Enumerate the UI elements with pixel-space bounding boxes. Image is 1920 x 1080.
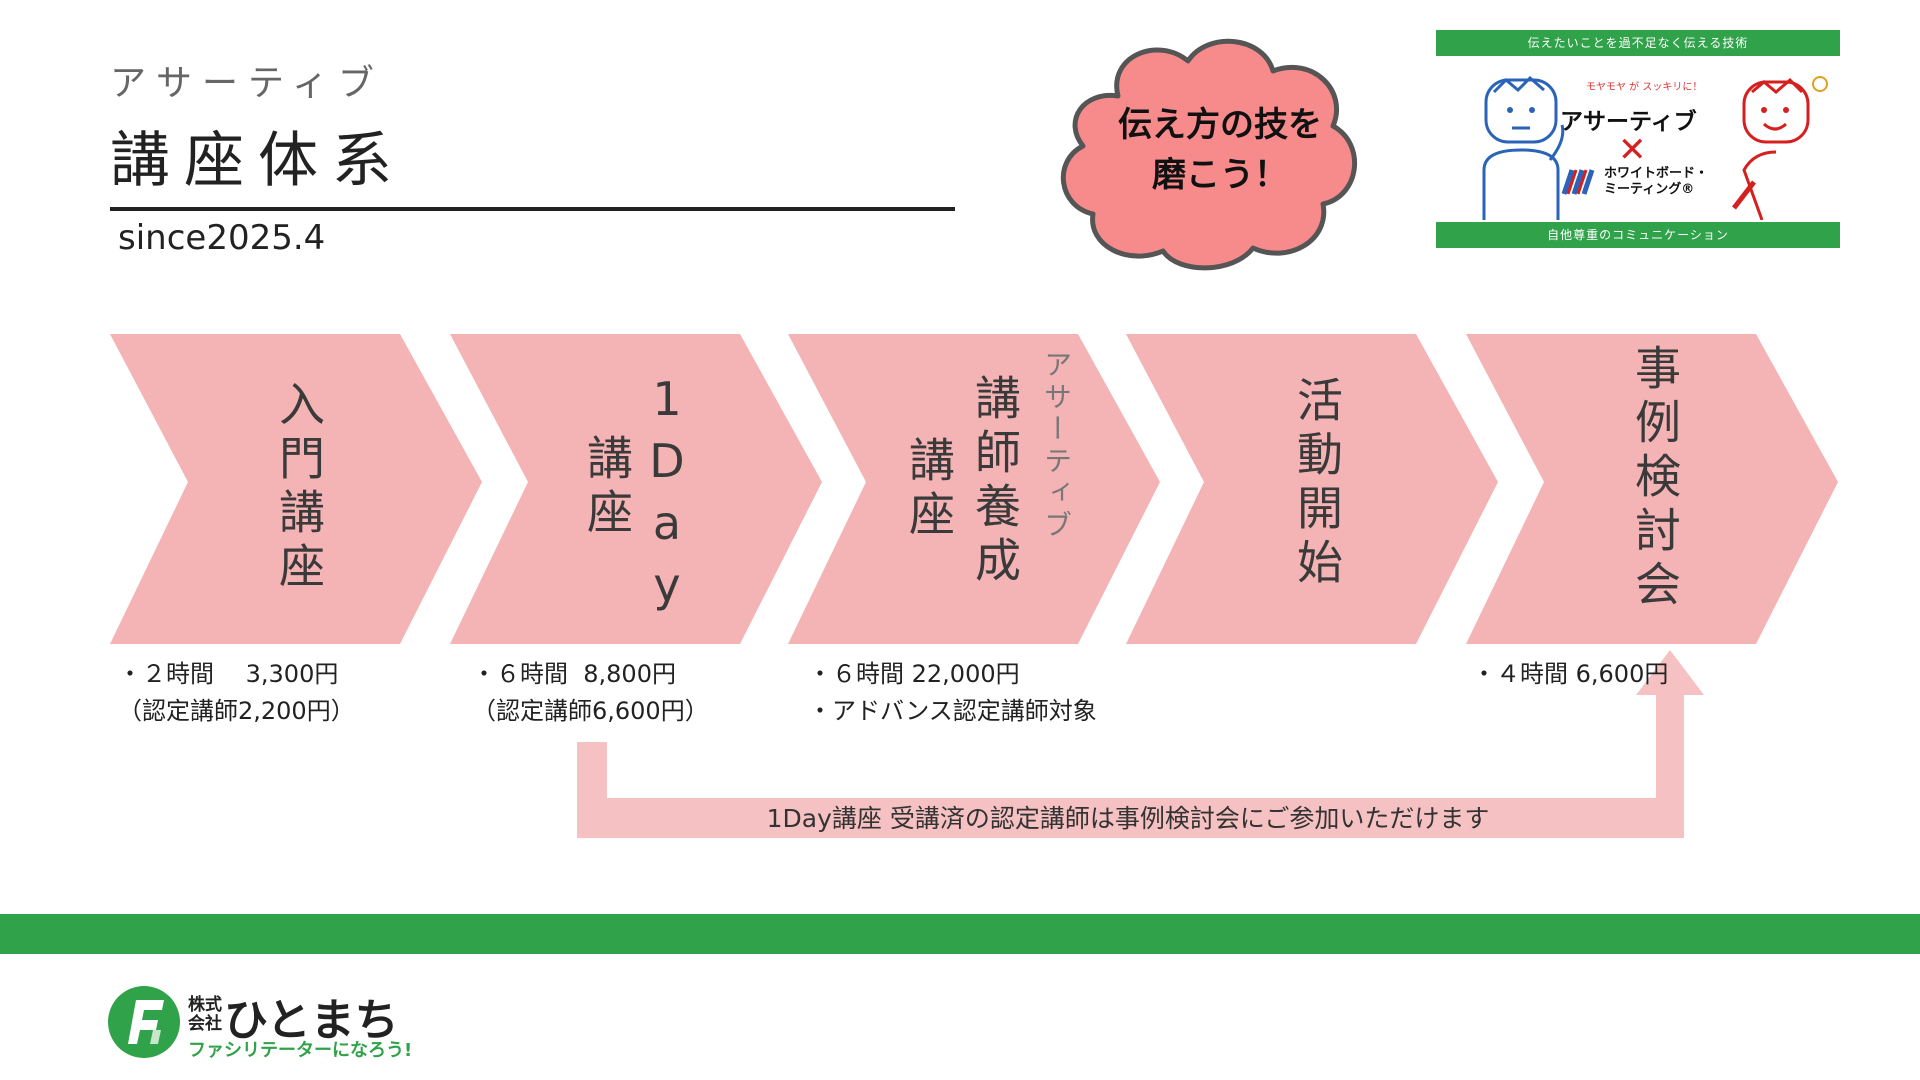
- step-activity-title: 活動開始: [1290, 376, 1344, 592]
- whiteboard-logo-icon: [1561, 169, 1595, 195]
- chevron-activity: [1126, 334, 1498, 644]
- step-trainer-title-a: 講師養成: [968, 374, 1022, 590]
- step-intro-title: 入門講座: [272, 380, 326, 596]
- cover-brand-sub-line-1: ホワイトボード・: [1604, 166, 1709, 181]
- company-name: ひとまち: [224, 995, 399, 1046]
- chevron-oneday: [450, 334, 822, 644]
- step-oneday-title-b: 講座: [580, 434, 634, 542]
- footer-band: [0, 914, 1920, 954]
- company-prefix: 株式 会社: [188, 996, 222, 1034]
- chevron-trainer: [788, 334, 1160, 644]
- thinking-person-illustration: [1482, 75, 1565, 220]
- title-divider: [110, 207, 955, 211]
- flow-bar: [577, 798, 1684, 838]
- cover-top-band: 伝えたいことを過不足なく伝える技術: [1436, 30, 1840, 56]
- cloud-text: 伝え方の技を 磨こう！: [1090, 100, 1350, 200]
- cover-brand-sub: ホワイトボード・ ミーティング®: [1604, 166, 1708, 198]
- step-trainer-title-b: 講座: [902, 436, 956, 544]
- cover-brand-main: アサーティブ: [1560, 109, 1697, 135]
- company-tagline: ファシリテーターになろう!: [188, 1040, 413, 1061]
- chevron-intro: [110, 334, 482, 644]
- detail-trainer: ・６時間 22,000円 ・アドバンス認定講師対象: [808, 660, 1097, 725]
- book-cover: 伝えたいことを過不足なく伝える技術 モヤモヤ が スッキリに！ アサーティブ ✕…: [1436, 30, 1840, 248]
- cover-catch: モヤモヤ が スッキリに！: [1586, 82, 1703, 93]
- cross-icon: ✕: [1618, 130, 1647, 170]
- detail-case-study: ・４時間 6,600円: [1472, 660, 1669, 688]
- cloud-line-1: 伝え方の技を: [1118, 105, 1322, 145]
- flow-note: 1Day講座 受講済の認定講師は事例検討会にご参加いただけます: [766, 804, 1490, 833]
- cover-bottom-band: 自他尊重のコミュニケーション: [1436, 222, 1840, 248]
- step-case-study-title: 事例検討会: [1628, 344, 1682, 614]
- company-prefix-line-1: 株式: [188, 995, 222, 1015]
- page-title: 講座体系: [110, 126, 406, 196]
- chevron-case-study: [1466, 334, 1838, 644]
- detail-intro: ・２時間 3,300円 （認定講師2,200円）: [118, 660, 355, 725]
- company-prefix-line-2: 会社: [188, 1014, 222, 1034]
- cloud-callout: [1060, 38, 1358, 271]
- step-oneday-title-a: 1Day: [640, 372, 694, 620]
- detail-oneday: ・６時間 8,800円 （認定講師6,600円）: [472, 660, 709, 725]
- smiling-person-illustration: [1732, 76, 1828, 220]
- page-subtitle: アサーティブ: [110, 63, 384, 104]
- flow-connector-down: [1656, 693, 1684, 838]
- flow-arrow-head: [1636, 650, 1704, 695]
- company-logo-icon: [108, 986, 180, 1058]
- since-date: since2025.4: [118, 218, 326, 258]
- cloud-line-2: 磨こう！: [1152, 155, 1288, 195]
- cover-brand-sub-line-2: ミーティング®: [1604, 182, 1695, 197]
- step-trainer-kicker: アサーティブ: [1040, 350, 1073, 542]
